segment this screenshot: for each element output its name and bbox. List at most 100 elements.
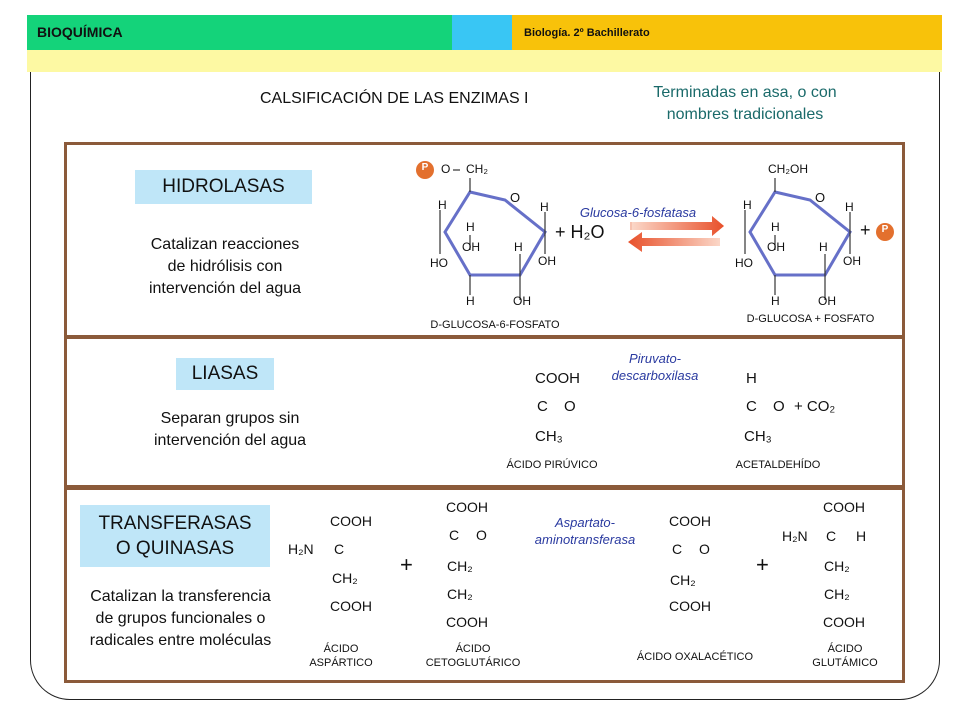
chem-oh: OH [513, 294, 531, 308]
header-subject: BIOQUÍMICA [37, 24, 123, 40]
cooh-group: COOH [669, 513, 711, 529]
substrate-label: ÁCIDO PIRÚVICO [506, 459, 598, 471]
carbonyl-oxygen: O [476, 527, 487, 543]
header-course: Biología. 2º Bachillerato [524, 27, 650, 39]
transferasas-desc-line: Catalizan la transferencia [90, 588, 271, 605]
cooh-group: COOH [446, 499, 488, 515]
liasas-enzyme-name: Piruvato- descarboxilasa [595, 350, 715, 384]
chem-ho: HO [735, 256, 753, 270]
cooh-group: COOH [823, 614, 865, 630]
plus-sign: + [400, 552, 413, 577]
liasas-desc-line: intervención del agua [153, 432, 307, 449]
slide-note: Terminadas en asa, o con nombres tradici… [625, 82, 865, 126]
glutamico-label: ÁCIDO GLUTÁMICO [800, 642, 890, 670]
water-reactant: + H₂O [555, 222, 605, 242]
phosphate-letter: P [421, 162, 429, 173]
hidrolasas-enzyme-name: Glucosa-6-fosfatasa [579, 205, 697, 220]
oxalacetico-label: ÁCIDO OXALACÉTICO [636, 651, 754, 663]
slide-note-line2: nombres tradicionales [666, 106, 824, 123]
hidrolasas-desc-line: intervención del agua [148, 280, 302, 297]
chem-oh: OH [843, 254, 861, 268]
hidrolasas-desc-line: Catalizan reacciones [150, 236, 300, 253]
phosphate-letter: P [881, 224, 889, 235]
transferasas-enzyme-name: Aspartato- aminotransferasa [520, 514, 650, 548]
transferasas-enzyme-line: aminotransferasa [534, 532, 636, 547]
ch2oh-group: CH₂OH [768, 162, 808, 176]
aspartico-label: ÁCIDO ASPÁRTICO [296, 642, 386, 670]
chem-h: H [466, 294, 475, 308]
chem-ho: HO [430, 256, 448, 270]
carbon: C [334, 541, 345, 557]
chem-h: H [514, 240, 523, 254]
chem-oh: OH [538, 254, 556, 268]
header-subbar [27, 50, 942, 72]
transferasas-description: Catalizan la transferencia de grupos fun… [68, 586, 293, 652]
chem-h: H [819, 240, 828, 254]
ch2-group: CH₂ [824, 558, 850, 574]
liasas-description: Separan grupos sin intervención del agua [125, 408, 335, 452]
chem-oh: OH [767, 240, 785, 254]
chem-h: H [743, 198, 752, 212]
carbon: C [672, 541, 683, 557]
liasas-enzyme-line: Piruvato- [628, 351, 682, 366]
glutamico-label-line: GLUTÁMICO [812, 657, 878, 669]
carbon: C [826, 528, 837, 544]
carbon: C [537, 398, 548, 415]
substrate-label: D-GLUCOSA-6-FOSFATO [430, 319, 560, 331]
header-bar-left [27, 15, 452, 50]
transferasas-enzyme-line: Aspartato- [555, 515, 615, 530]
transferasas-desc-line: de grupos funcionales o [95, 610, 266, 627]
transferasas-label-line: O QUINASAS [115, 538, 235, 559]
ch2-group: CH₂ [670, 572, 696, 588]
carbonyl-oxygen: O [699, 541, 710, 557]
carbonyl-oxygen: O [773, 398, 785, 415]
ring-oxygen: O [510, 190, 521, 205]
product-label: ACETALDEHÍDO [735, 459, 821, 471]
cooh-group: COOH [446, 614, 488, 630]
chem-h: H [466, 220, 475, 234]
ch2-group: CH₂ [447, 586, 473, 602]
chem-oh: OH [462, 240, 480, 254]
chem-h: H [845, 200, 854, 214]
cooh-group: COOH [823, 499, 865, 515]
chem-h: H [438, 198, 447, 212]
slide-frame [30, 72, 940, 700]
transferasas-label: TRANSFERASAS O QUINASAS [80, 505, 270, 567]
hidrolasas-label: HIDROLASAS [135, 170, 312, 204]
carbon: C [449, 527, 460, 543]
ch2-group: CH₂ [824, 586, 850, 602]
glutamico-label-line: ÁCIDO [827, 643, 863, 655]
ch2-group: CH₂ [466, 162, 488, 176]
liasas-enzyme-line: descarboxilasa [611, 368, 699, 383]
cooh-group: COOH [330, 513, 372, 529]
chem-h: H [856, 528, 867, 544]
transferasas-desc-line: radicales entre moléculas [89, 632, 272, 649]
liasas-label: LIASAS [176, 358, 274, 390]
slide-note-line1: Terminadas en asa, o con [653, 84, 837, 101]
aldehyde-h: H [746, 370, 757, 387]
cooh-group: COOH [669, 598, 711, 614]
chem-h: H [771, 220, 780, 234]
amino-group: H₂N [288, 541, 314, 557]
cetoglutarico-label-line: CETOGLUTÁRICO [425, 657, 521, 669]
cetoglutarico-label: ÁCIDO CETOGLUTÁRICO [418, 642, 528, 670]
ch3-group: CH₃ [535, 428, 563, 445]
transferasas-label-line: TRANSFERASAS [98, 513, 252, 534]
chem-h: H [540, 200, 549, 214]
ring-oxygen: O [815, 190, 826, 205]
hidrolasas-description: Catalizan reacciones de hidrólisis con i… [120, 234, 330, 300]
hidrolasas-desc-line: de hidrólisis con [167, 258, 283, 275]
header-bar-accent [452, 15, 512, 50]
co2-product: + CO₂ [794, 398, 836, 415]
ester-oxygen: O [441, 162, 451, 176]
carbon: C [746, 398, 757, 415]
header-bar-right [512, 15, 942, 50]
cooh-group: COOH [535, 370, 580, 387]
ch3-group: CH₃ [744, 428, 772, 445]
amino-group: H₂N [782, 528, 808, 544]
slide-title: CALSIFICACIÓN DE LAS ENZIMAS I [260, 90, 529, 107]
cetoglutarico-label-line: ÁCIDO [455, 643, 491, 655]
ch2-group: CH₂ [447, 558, 473, 574]
aspartico-label-line: ASPÁRTICO [309, 657, 373, 669]
liasas-desc-line: Separan grupos sin [160, 410, 300, 427]
